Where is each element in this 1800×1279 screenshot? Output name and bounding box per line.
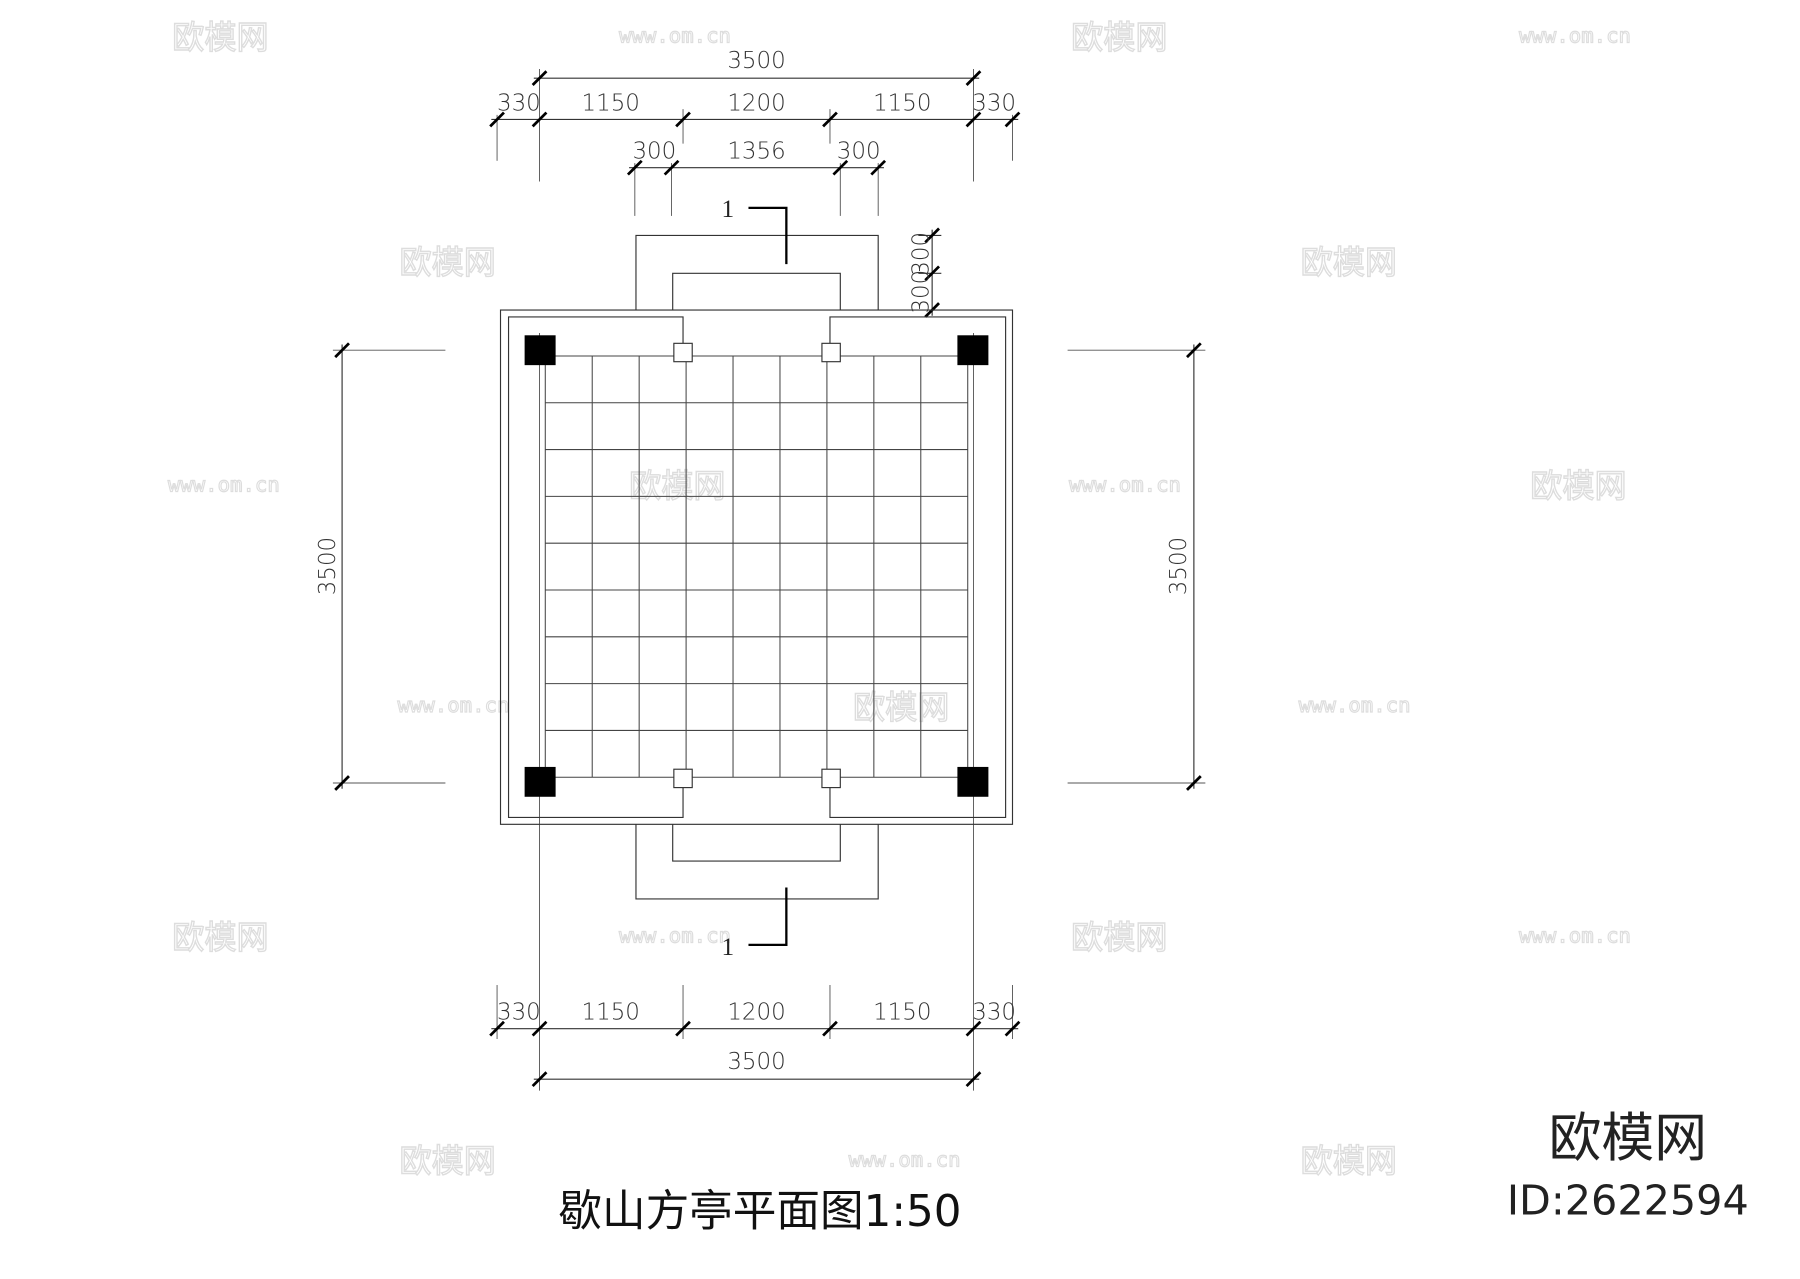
dim-top-total: 3500: [727, 48, 785, 74]
dimension-tick: [675, 1020, 691, 1037]
dim-label: 1200: [727, 90, 785, 116]
dimension-tick: [1186, 775, 1202, 791]
dim-label: 300: [909, 270, 935, 314]
dim-label: 300: [837, 139, 881, 165]
columns: [524, 335, 989, 797]
dimension-tick: [531, 111, 548, 128]
dimension-tick: [924, 227, 941, 244]
dim-label: 1150: [582, 90, 640, 116]
dimension-tick: [531, 70, 548, 87]
watermark-url: www.om.cn: [849, 1147, 961, 1171]
column-small: [821, 342, 841, 363]
dimension-tick: [1004, 1020, 1021, 1037]
watermark-url: www.om.cn: [168, 472, 280, 496]
watermark-tile: 欧模网: [1530, 467, 1626, 505]
watermark-url: www.om.cn: [397, 693, 509, 717]
dimension-tick: [924, 265, 941, 282]
dim-label: 1200: [727, 999, 785, 1025]
watermark-url: www.om.cn: [619, 24, 731, 48]
dim-bottom-total: 3500: [727, 1049, 785, 1075]
section-label: 1: [721, 195, 734, 223]
column-main: [957, 335, 989, 366]
dimension-tick: [822, 111, 838, 128]
dimension-tick: [531, 1020, 548, 1037]
watermark-tile: 欧模网: [1301, 1142, 1397, 1180]
dimension-tick: [822, 1020, 838, 1037]
dimension-tick: [489, 111, 505, 128]
dimension-tick: [965, 111, 982, 128]
dimension-labels: 3500 330 1150 1200 1150 330 300 1356 300…: [315, 48, 1192, 1075]
dimension-tick: [965, 1020, 982, 1037]
dimension-tick: [675, 111, 691, 128]
platform: [499, 309, 1014, 825]
dimension-tick: [334, 342, 350, 359]
column-main: [957, 766, 989, 797]
dimension-tick: [626, 159, 643, 176]
column-small: [673, 768, 693, 789]
watermark-url: www.om.cn: [1519, 924, 1631, 948]
dim-right-total: 3500: [1166, 537, 1192, 595]
watermark-tile: 欧模网: [1071, 18, 1167, 56]
dimension-lines: [341, 77, 1195, 1080]
watermark-tile: 欧模网: [1301, 243, 1397, 281]
dim-label: 330: [497, 90, 541, 116]
column-main: [524, 766, 556, 797]
dim-label: 1150: [873, 999, 931, 1025]
column-small: [821, 768, 841, 789]
dim-label: 330: [972, 90, 1016, 116]
watermark-tile: 欧模网: [172, 918, 268, 956]
watermark-url: www.om.cn: [619, 924, 731, 948]
dim-left-total: 3500: [315, 537, 341, 595]
section-mark-top: 1: [721, 195, 788, 265]
watermark-url: www.om.cn: [1069, 472, 1181, 496]
dimension-tick: [1004, 111, 1021, 128]
watermark-tile: 欧模网: [400, 243, 496, 281]
dim-label: 330: [497, 999, 541, 1025]
watermark-logo: 欧模网: [1549, 1108, 1707, 1169]
watermark-tile: 欧模网: [400, 1142, 496, 1180]
dim-label: 300: [909, 232, 935, 276]
dim-label: 330: [972, 999, 1016, 1025]
watermark-url: www.om.cn: [1299, 693, 1411, 717]
dimension-tick: [965, 1071, 982, 1088]
watermark-tile: 欧模网: [853, 689, 949, 727]
dimension-tick: [334, 775, 350, 791]
dimension-tick: [531, 1071, 548, 1088]
dim-label: 300: [632, 139, 676, 165]
dimension-tick: [1186, 342, 1202, 359]
drawing-title: 歇山方亭平面图1:50: [558, 1187, 961, 1237]
dim-label: 1356: [727, 139, 785, 165]
dimension-tick: [870, 159, 887, 176]
dimension-tick: [489, 1020, 505, 1037]
watermark-tile: 欧模网: [1071, 918, 1167, 956]
column-small: [673, 342, 693, 363]
watermark-tile: 欧模网: [629, 467, 725, 505]
column-main: [524, 335, 556, 366]
watermark-tiles: 欧模网 欧模网 欧模网 欧模网 欧模网 欧模网 欧模网 欧模网 欧模网 欧模网 …: [167, 18, 1631, 1181]
watermark-tile: 欧模网: [172, 18, 268, 56]
dimension-tick: [832, 159, 849, 176]
dimension-tick: [965, 70, 982, 87]
dimension-tick: [663, 159, 680, 176]
dim-label: 1150: [582, 999, 640, 1025]
section-mark-bottom: 1: [721, 887, 788, 961]
steps: [635, 234, 879, 900]
floor-tile-grid: [544, 355, 969, 778]
watermark-url: www.om.cn: [1519, 24, 1631, 48]
dimension-ticks: [334, 70, 1202, 1088]
watermark-id: ID:2622594: [1507, 1177, 1749, 1225]
dim-label: 1150: [873, 90, 931, 116]
section-label: 1: [721, 933, 734, 961]
